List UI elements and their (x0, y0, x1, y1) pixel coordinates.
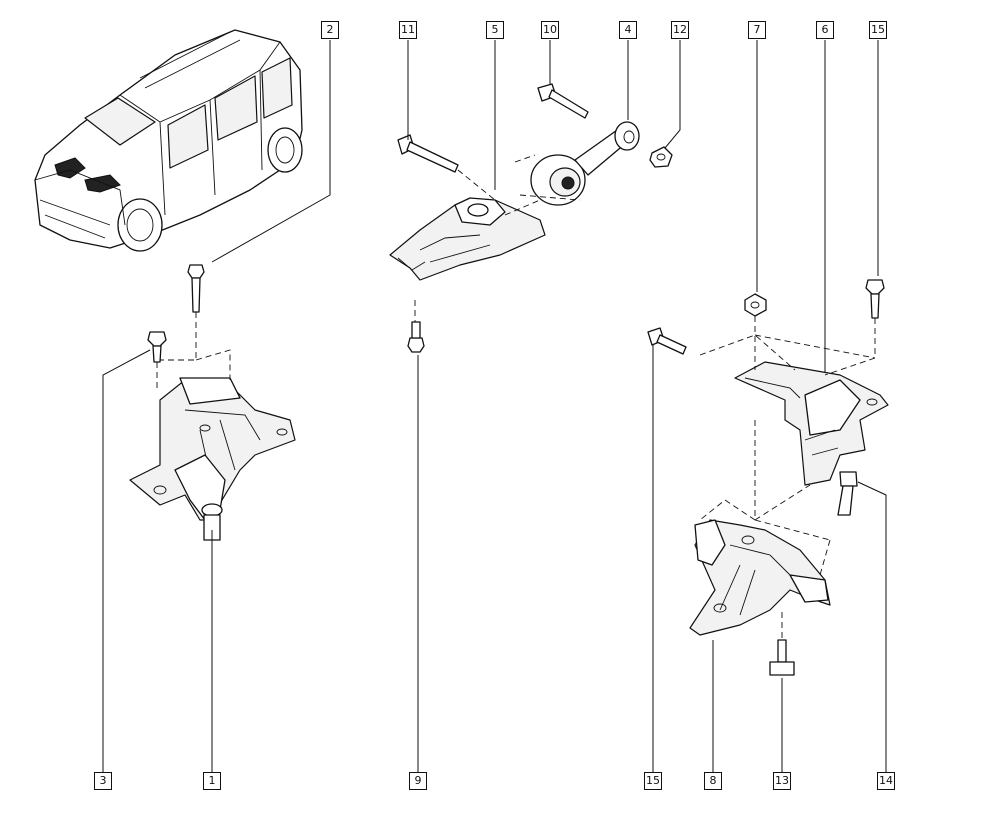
callout-13: 13 (773, 772, 791, 790)
bolt-14 (837, 471, 858, 516)
callout-3: 3 (94, 772, 112, 790)
callout-15-bottom: 15 (644, 772, 662, 790)
callout-1: 1 (203, 772, 221, 790)
callout-5: 5 (486, 21, 504, 39)
callout-6: 6 (816, 21, 834, 39)
callout-4: 4 (619, 21, 637, 39)
left-engine-mount (129, 377, 296, 541)
callout-7: 7 (748, 21, 766, 39)
callout-15-top: 15 (869, 21, 887, 39)
callout-2: 2 (321, 21, 339, 39)
right-bracket (734, 361, 889, 486)
bolt-15-top (865, 279, 885, 319)
callout-11: 11 (399, 21, 417, 39)
torque-rod (530, 121, 640, 206)
vehicle-illustration (34, 29, 303, 252)
upper-bracket (389, 197, 546, 281)
callout-8: 8 (704, 772, 722, 790)
callout-9: 9 (409, 772, 427, 790)
nut-7 (744, 293, 767, 317)
lower-gearbox-mount (689, 519, 831, 636)
bolt-10 (537, 83, 589, 119)
callout-12: 12 (671, 21, 689, 39)
nut-12 (649, 146, 673, 168)
bolt-3 (147, 331, 167, 363)
bolt-15-left (647, 327, 687, 355)
leader-lines (102, 40, 887, 772)
callout-14: 14 (877, 772, 895, 790)
bolt-9 (407, 321, 425, 353)
bolt-13 (769, 639, 795, 676)
bolt-11 (397, 134, 459, 173)
callout-10: 10 (541, 21, 559, 39)
bolt-2 (187, 264, 205, 313)
